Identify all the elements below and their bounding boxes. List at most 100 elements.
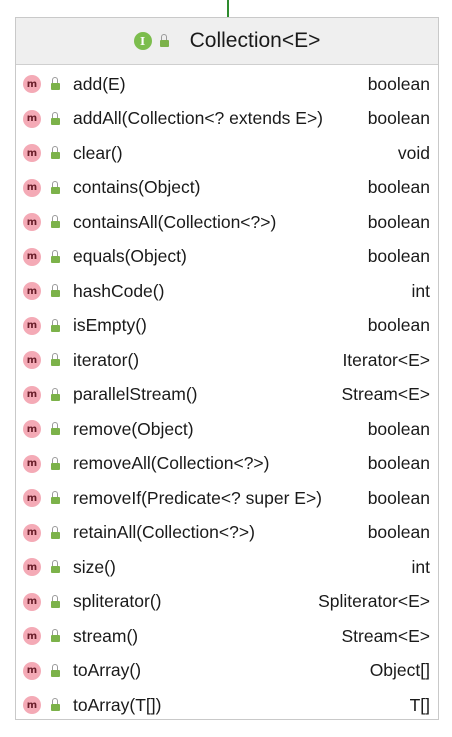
method-signature: iterator() — [73, 349, 140, 370]
method-signature: toArray() — [73, 660, 142, 681]
method-icon: m — [23, 282, 41, 301]
method-signature: add(E) — [73, 73, 126, 94]
method-return-type: Spliterator<E> — [318, 591, 430, 612]
method-icon: m — [23, 144, 41, 163]
method-return-type: int — [411, 280, 430, 301]
method-signature: contains(Object) — [73, 177, 201, 198]
method-row[interactable]: m hashCode() int — [16, 274, 438, 309]
method-signature: containsAll(Collection<?>) — [73, 211, 277, 232]
method-signature: remove(Object) — [73, 418, 194, 439]
method-icon: m — [23, 592, 41, 611]
public-visibility-lock-icon — [49, 284, 61, 298]
method-signature: isEmpty() — [73, 315, 147, 336]
method-signature: clear() — [73, 142, 123, 163]
public-visibility-lock-icon — [49, 353, 61, 367]
method-signature: stream() — [73, 625, 139, 646]
method-signature: retainAll(Collection<?>) — [73, 522, 255, 543]
public-visibility-lock-icon — [49, 629, 61, 643]
public-visibility-lock-icon — [49, 456, 61, 471]
method-row[interactable]: m isEmpty() boolean — [16, 309, 438, 344]
public-visibility-lock-icon — [49, 422, 61, 436]
method-row[interactable]: m remove(Object) boolean — [16, 412, 438, 447]
class-header: I Collection<E> — [16, 18, 438, 65]
public-visibility-lock-icon — [49, 560, 61, 574]
method-row[interactable]: m parallelStream() Stream<E> — [16, 378, 438, 413]
method-return-type: boolean — [367, 211, 430, 232]
method-row[interactable]: m containsAll(Collection<?>) boolean — [16, 205, 438, 240]
public-visibility-lock-icon — [49, 146, 61, 160]
method-return-type: boolean — [367, 315, 430, 336]
public-visibility-lock-icon — [49, 215, 61, 229]
method-row[interactable]: m retainAll(Collection<?>) boolean — [16, 516, 438, 551]
class-box-collection[interactable]: I Collection<E> m add(E) boolean m addAll(Co… — [15, 17, 439, 720]
interface-icon: I — [133, 32, 152, 50]
method-return-type: boolean — [367, 73, 430, 94]
method-icon: m — [23, 661, 41, 680]
method-return-type: boolean — [367, 418, 430, 439]
method-icon: m — [23, 696, 41, 715]
method-return-type: boolean — [367, 522, 430, 543]
public-visibility-lock-icon — [49, 594, 61, 609]
method-signature: size() — [73, 556, 116, 577]
method-return-type: boolean — [367, 177, 430, 198]
method-icon: m — [23, 316, 41, 335]
method-return-type: boolean — [367, 487, 430, 508]
method-row[interactable]: m contains(Object) boolean — [16, 171, 438, 206]
method-row[interactable]: m addAll(Collection<? extends E>) boolean — [16, 102, 438, 137]
method-row[interactable]: m toArray(T[]) T[] — [16, 688, 438, 723]
inheritance-connector-line — [227, 0, 229, 18]
method-signature: toArray(T[]) — [73, 694, 162, 715]
method-return-type: int — [411, 556, 430, 577]
method-list: m add(E) boolean m addAll(Collection<? exten… — [16, 65, 438, 723]
method-icon: m — [23, 385, 41, 404]
method-icon: m — [23, 523, 41, 542]
method-signature: removeIf(Predicate<? super E>) — [73, 487, 323, 508]
method-icon: m — [23, 109, 41, 128]
method-return-type: boolean — [367, 453, 430, 474]
method-icon: m — [23, 75, 41, 94]
method-return-type: Stream<E> — [341, 384, 430, 405]
method-return-type: Object[] — [369, 660, 430, 681]
public-visibility-lock-icon — [49, 111, 61, 126]
method-icon: m — [23, 454, 41, 473]
method-icon: m — [23, 558, 41, 577]
method-return-type: T[] — [409, 694, 430, 715]
method-return-type: boolean — [367, 108, 430, 129]
method-signature: removeAll(Collection<?>) — [73, 453, 270, 474]
method-row[interactable]: m add(E) boolean — [16, 67, 438, 102]
method-icon: m — [23, 213, 41, 232]
method-icon: m — [23, 489, 41, 508]
method-row[interactable]: m toArray() Object[] — [16, 654, 438, 689]
public-visibility-lock-icon — [49, 180, 61, 195]
method-row[interactable]: m size() int — [16, 550, 438, 585]
method-row[interactable]: m spliterator() Spliterator<E> — [16, 585, 438, 620]
method-return-type: boolean — [367, 246, 430, 267]
method-row[interactable]: m removeAll(Collection<?>) boolean — [16, 447, 438, 482]
method-signature: parallelStream() — [73, 384, 198, 405]
public-visibility-lock-icon — [49, 77, 61, 91]
public-visibility-lock-icon — [49, 491, 61, 505]
public-visibility-lock-icon — [49, 698, 61, 712]
method-return-type: Stream<E> — [341, 625, 430, 646]
public-visibility-lock-icon — [158, 34, 170, 48]
class-name: Collection<E> — [189, 29, 321, 52]
method-icon: m — [23, 351, 41, 370]
method-row[interactable]: m stream() Stream<E> — [16, 619, 438, 654]
method-icon: m — [23, 420, 41, 439]
public-visibility-lock-icon — [49, 318, 61, 333]
public-visibility-lock-icon — [49, 525, 61, 540]
method-icon: m — [23, 247, 41, 266]
method-row[interactable]: m equals(Object) boolean — [16, 240, 438, 275]
method-signature: equals(Object) — [73, 246, 187, 267]
public-visibility-lock-icon — [49, 663, 61, 678]
method-signature: spliterator() — [73, 591, 162, 612]
method-row[interactable]: m removeIf(Predicate<? super E>) boolean — [16, 481, 438, 516]
method-signature: addAll(Collection<? extends E>) — [73, 108, 324, 129]
method-signature: hashCode() — [73, 280, 165, 301]
method-icon: m — [23, 627, 41, 646]
public-visibility-lock-icon — [49, 387, 61, 402]
method-icon: m — [23, 178, 41, 197]
public-visibility-lock-icon — [49, 249, 61, 264]
